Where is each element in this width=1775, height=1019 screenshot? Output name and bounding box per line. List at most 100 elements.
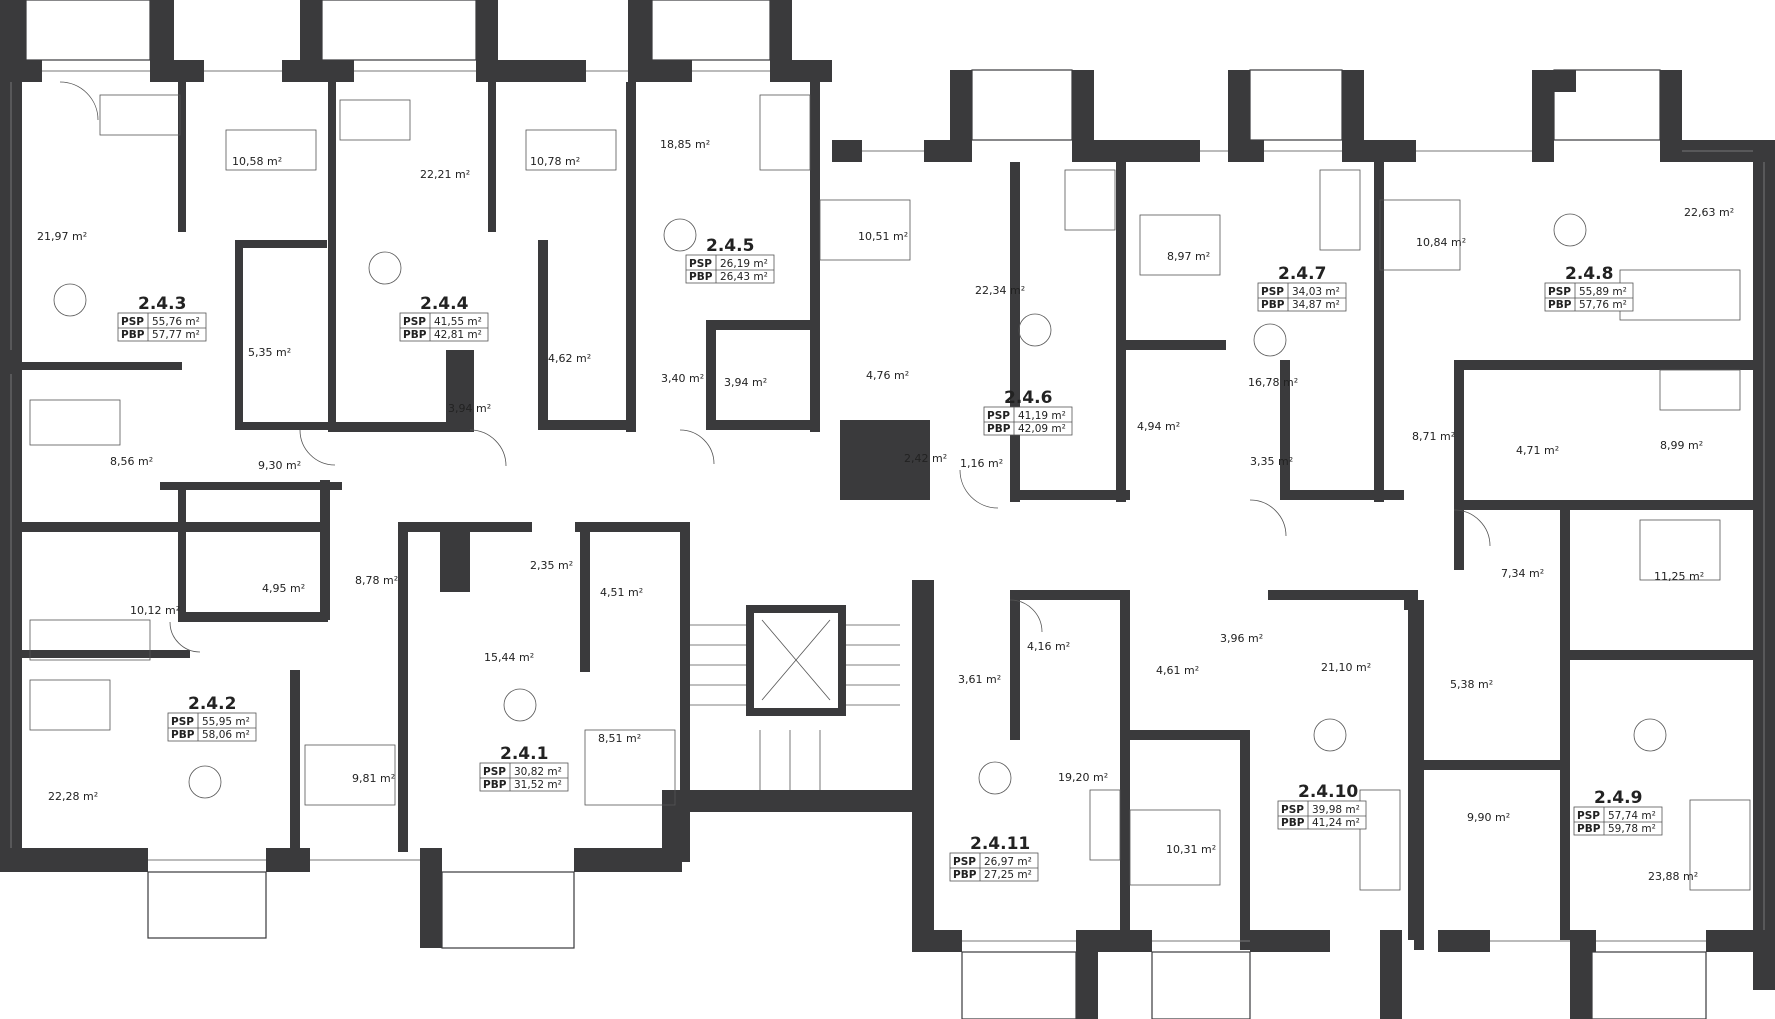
room-area: 2,42 m²: [904, 452, 947, 465]
room-area: 5,35 m²: [248, 346, 291, 359]
psp-label: PSP: [1261, 286, 1284, 298]
room-area: 7,34 m²: [1501, 567, 1544, 580]
pbp-label: PBP: [483, 779, 507, 791]
pbp-label: PBP: [1261, 299, 1285, 311]
room-area: 8,97 m²: [1167, 250, 1210, 263]
room-area: 4,71 m²: [1516, 444, 1559, 457]
room-area: 5,38 m²: [1450, 678, 1493, 691]
room-area: 8,56 m²: [110, 455, 153, 468]
room-area: 4,51 m²: [600, 586, 643, 599]
room-area: 21,97 m²: [37, 230, 87, 243]
room-area: 16,78 m²: [1248, 376, 1298, 389]
room-area: 3,40 m²: [661, 372, 704, 385]
room-area: 4,76 m²: [866, 369, 909, 382]
pbp-label: PBP: [1548, 299, 1572, 311]
pbp-value: 57,77 m²: [152, 329, 200, 341]
room-area: 18,85 m²: [660, 138, 710, 151]
unit-id: 2.4.2: [188, 694, 236, 714]
furniture: [29, 81, 1751, 891]
room-area: 10,84 m²: [1416, 236, 1466, 249]
psp-label: PSP: [1577, 810, 1600, 822]
pbp-label: PBP: [689, 271, 713, 283]
psp-label: PSP: [987, 410, 1010, 422]
unit-id: 2.4.6: [1004, 388, 1052, 408]
room-area: 9,30 m²: [258, 459, 301, 472]
pbp-value: 34,87 m²: [1292, 299, 1340, 311]
psp-label: PSP: [121, 316, 144, 328]
pbp-value: 58,06 m²: [202, 729, 250, 741]
room-area: 23,88 m²: [1648, 870, 1698, 883]
room-area: 10,78 m²: [530, 155, 580, 168]
psp-value: 34,03 m²: [1292, 286, 1340, 298]
pbp-label: PBP: [1281, 817, 1305, 829]
unit-id: 2.4.10: [1298, 782, 1358, 802]
room-area: 9,90 m²: [1467, 811, 1510, 824]
psp-label: PSP: [1548, 286, 1571, 298]
windows: [10, 70, 1765, 942]
room-area: 3,96 m²: [1220, 632, 1263, 645]
psp-value: 26,19 m²: [720, 258, 768, 270]
pbp-label: PBP: [121, 329, 145, 341]
psp-label: PSP: [689, 258, 712, 270]
pbp-value: 57,76 m²: [1579, 299, 1627, 311]
room-area: 3,94 m²: [448, 402, 491, 415]
room-area: 22,28 m²: [48, 790, 98, 803]
room-area: 10,12 m²: [130, 604, 180, 617]
pbp-value: 42,81 m²: [434, 329, 482, 341]
pbp-label: PBP: [987, 423, 1011, 435]
pbp-label: PBP: [1577, 823, 1601, 835]
room-area: 10,58 m²: [232, 155, 282, 168]
psp-value: 30,82 m²: [514, 766, 562, 778]
psp-label: PSP: [171, 716, 194, 728]
room-area: 3,94 m²: [724, 376, 767, 389]
unit-id: 2.4.1: [500, 744, 548, 764]
unit-id: 2.4.5: [706, 236, 754, 256]
psp-value: 39,98 m²: [1312, 804, 1360, 816]
pbp-label: PBP: [953, 869, 977, 881]
psp-value: 55,89 m²: [1579, 286, 1627, 298]
unit-id: 2.4.11: [970, 834, 1030, 854]
unit-id: 2.4.9: [1594, 788, 1642, 808]
room-area: 3,61 m²: [958, 673, 1001, 686]
unit-id: 2.4.3: [138, 294, 186, 314]
room-area: 22,34 m²: [975, 284, 1025, 297]
room-area: 21,10 m²: [1321, 661, 1371, 674]
psp-value: 57,74 m²: [1608, 810, 1656, 822]
room-area: 11,25 m²: [1654, 570, 1704, 583]
room-area: 4,94 m²: [1137, 420, 1180, 433]
unit-id: 2.4.8: [1565, 264, 1613, 284]
pbp-label: PBP: [171, 729, 195, 741]
room-area: 4,61 m²: [1156, 664, 1199, 677]
pbp-value: 26,43 m²: [720, 271, 768, 283]
room-area: 10,51 m²: [858, 230, 908, 243]
room-area: 3,35 m²: [1250, 455, 1293, 468]
pbp-value: 41,24 m²: [1312, 817, 1360, 829]
room-area: 8,78 m²: [355, 574, 398, 587]
room-area: 19,20 m²: [1058, 771, 1108, 784]
psp-label: PSP: [483, 766, 506, 778]
room-area: 8,99 m²: [1660, 439, 1703, 452]
psp-label: PSP: [403, 316, 426, 328]
psp-label: PSP: [1281, 804, 1304, 816]
pbp-label: PBP: [403, 329, 427, 341]
psp-value: 55,95 m²: [202, 716, 250, 728]
unit-id: 2.4.7: [1278, 264, 1326, 284]
room-area: 4,16 m²: [1027, 640, 1070, 653]
room-area: 10,31 m²: [1166, 843, 1216, 856]
room-area: 8,51 m²: [598, 732, 641, 745]
room-area: 15,44 m²: [484, 651, 534, 664]
balconies: [25, 0, 1707, 1019]
pbp-value: 42,09 m²: [1018, 423, 1066, 435]
